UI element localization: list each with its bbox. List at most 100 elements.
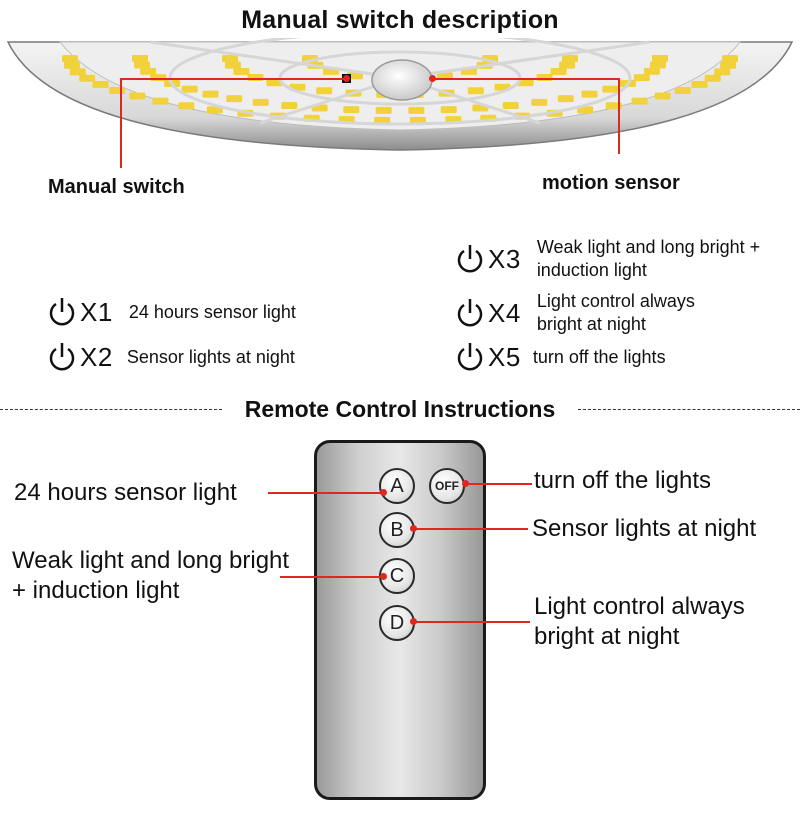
callout-dot-off xyxy=(462,480,469,487)
power-icon xyxy=(49,343,75,371)
page-title: Manual switch description xyxy=(241,6,559,34)
led-chip xyxy=(467,87,484,95)
section-divider: Remote Control Instructions xyxy=(0,396,800,422)
remote-label-b: Sensor lights at night xyxy=(532,515,757,542)
callout-line-a xyxy=(268,492,384,494)
mode-text: turn off the lights xyxy=(532,346,666,367)
led-chip xyxy=(605,102,622,110)
led-chip xyxy=(266,79,283,87)
remote-label-off: turn off the lights xyxy=(534,467,711,494)
led-chip xyxy=(502,102,519,110)
power-icon xyxy=(457,299,483,327)
mode-row-x3: X3 Weak light and long bright + inductio… xyxy=(454,236,763,282)
led-chip xyxy=(178,102,195,110)
remote-label-a: 24 hours sensor light xyxy=(14,479,237,506)
led-chip xyxy=(316,87,333,95)
led-chip xyxy=(375,106,392,114)
switch-callout-line-h xyxy=(120,78,346,80)
led-chip xyxy=(440,106,457,114)
led-chip xyxy=(602,85,619,93)
led-chip xyxy=(222,55,238,62)
led-chip xyxy=(674,86,691,94)
led-chip xyxy=(559,61,576,69)
power-icon xyxy=(457,245,483,273)
manual-switch-label: Manual switch xyxy=(48,176,185,198)
led-chip xyxy=(109,86,126,94)
led-chip xyxy=(714,68,731,76)
remote-button-d[interactable]: D xyxy=(379,605,415,641)
mode-row-x4: X4 Light control always bright at night xyxy=(454,290,737,336)
callout-dot-b xyxy=(410,525,417,532)
led-chip xyxy=(633,74,650,82)
led-chip xyxy=(202,90,219,98)
led-chip xyxy=(62,55,78,62)
mode-row-x5: X5 turn off the lights xyxy=(454,341,666,373)
mode-text: Sensor lights at night xyxy=(126,346,295,367)
led-chip xyxy=(654,92,671,100)
mode-text: 24 hours sensor light xyxy=(128,301,296,322)
switch-callout-dot xyxy=(343,75,350,82)
callout-dot-d xyxy=(410,618,417,625)
remote-button-b[interactable]: B xyxy=(379,512,415,548)
power-icon xyxy=(49,298,75,326)
remote-label-c: Weak light and long bright + induction l… xyxy=(12,547,290,604)
led-chip xyxy=(92,81,109,89)
led-chip xyxy=(437,72,453,80)
led-chip xyxy=(649,61,666,69)
led-chip xyxy=(226,95,243,103)
section-title: Remote Control Instructions xyxy=(0,396,800,423)
mode-text: Light control always bright at night xyxy=(536,291,695,334)
remote-button-a[interactable]: A xyxy=(379,468,415,504)
led-chip xyxy=(408,106,425,114)
callout-line-off xyxy=(466,483,532,485)
callout-dot-a xyxy=(380,489,387,496)
lamp-illustration xyxy=(6,38,794,151)
led-chip xyxy=(79,74,96,82)
dashed-line-left xyxy=(0,409,222,410)
led-chip xyxy=(691,81,708,89)
led-chip xyxy=(129,92,146,100)
led-chip xyxy=(581,90,598,98)
callout-dot-c xyxy=(380,573,387,580)
led-chip xyxy=(281,102,298,110)
sensor-callout-dot xyxy=(429,75,436,82)
led-chip xyxy=(252,98,269,106)
led-chip xyxy=(343,106,360,114)
led-chip xyxy=(409,116,426,124)
led-chip xyxy=(206,106,223,114)
led-chip xyxy=(531,98,548,106)
remote-control: A OFF B C D xyxy=(314,440,486,800)
led-chip xyxy=(224,61,241,69)
led-chip xyxy=(517,79,534,87)
callout-line-b xyxy=(414,528,528,530)
remote-button-off[interactable]: OFF xyxy=(429,468,465,504)
led-chip xyxy=(652,55,668,62)
led-chip xyxy=(643,67,660,75)
led-chip xyxy=(722,55,738,62)
led-chip xyxy=(704,74,721,82)
led-chip xyxy=(374,116,391,124)
led-chip xyxy=(550,68,567,76)
motion-sensor-dome xyxy=(371,59,433,101)
led-chip xyxy=(132,55,148,62)
led-chip xyxy=(562,55,578,62)
callout-line-c xyxy=(280,576,384,578)
switch-callout-line-v xyxy=(120,78,122,168)
led-chip xyxy=(152,97,169,105)
led-chip xyxy=(181,85,198,93)
mode-count: X3 xyxy=(488,243,521,274)
mode-row-x2: X2 Sensor lights at night xyxy=(46,341,295,373)
sensor-callout-line-h xyxy=(432,78,620,80)
led-chip xyxy=(557,95,574,103)
callout-line-d xyxy=(414,621,530,623)
led-chip xyxy=(631,97,648,105)
led-chip xyxy=(63,61,80,69)
mode-count: X1 xyxy=(80,296,113,327)
section-title-text: Remote Control Instructions xyxy=(236,396,564,422)
remote-label-d: Light control always bright at night xyxy=(534,593,745,650)
mode-text: Weak light and long bright + induction l… xyxy=(536,237,761,280)
dashed-line-right xyxy=(578,409,800,410)
motion-sensor-label: motion sensor xyxy=(542,172,680,194)
mode-count: X5 xyxy=(488,341,521,372)
led-chip xyxy=(720,61,737,69)
